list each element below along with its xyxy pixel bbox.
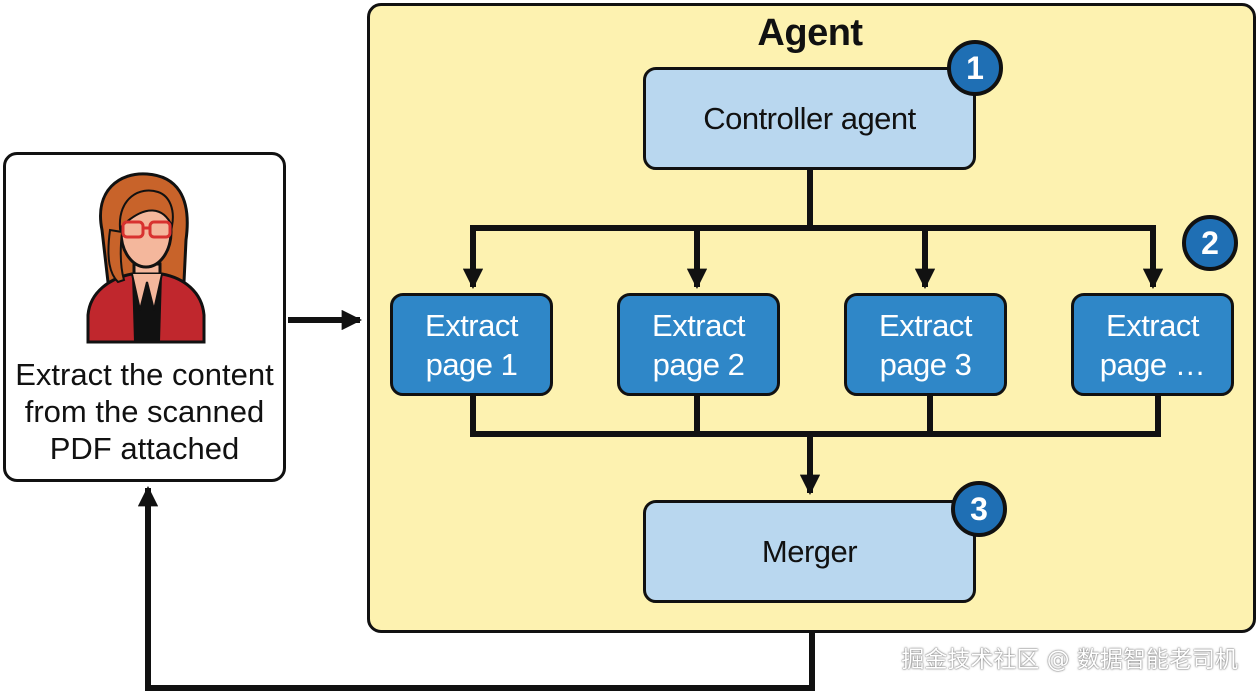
- extract-page-2-box: Extract page 2: [617, 293, 780, 396]
- page-label: page …: [1099, 346, 1206, 382]
- page-label: page 1: [425, 346, 518, 382]
- extract-label: Extract: [1106, 307, 1199, 343]
- step-2-badge: 2: [1182, 215, 1238, 271]
- watermark-text: 掘金技术社区 @ 数据智能老司机: [901, 647, 1238, 673]
- user-request-text: Extract the content from the scanned PDF…: [6, 356, 283, 467]
- page-label: page 2: [652, 346, 745, 382]
- agent-title: Agent: [757, 12, 863, 54]
- user-avatar-icon: [86, 172, 206, 344]
- controller-agent-label: Controller agent: [703, 100, 916, 136]
- extract-page-n-box: Extract page …: [1071, 293, 1234, 396]
- extract-page-1-box: Extract page 1: [390, 293, 553, 396]
- user-request-line-3: PDF attached: [49, 431, 240, 466]
- arrow-merger-to-user: [137, 485, 815, 691]
- user-request-line-1: Extract the content: [15, 357, 274, 392]
- controller-agent-box: Controller agent: [643, 67, 976, 170]
- step-3-badge: 3: [951, 481, 1007, 537]
- step-1-badge: 1: [947, 40, 1003, 96]
- page-label: page 3: [879, 346, 972, 382]
- extract-label: Extract: [652, 307, 745, 343]
- merger-box: Merger: [643, 500, 976, 603]
- extract-page-3-box: Extract page 3: [844, 293, 1007, 396]
- extract-label: Extract: [425, 307, 518, 343]
- user-request-line-2: from the scanned: [24, 394, 265, 429]
- extract-label: Extract: [879, 307, 972, 343]
- merger-label: Merger: [761, 533, 858, 569]
